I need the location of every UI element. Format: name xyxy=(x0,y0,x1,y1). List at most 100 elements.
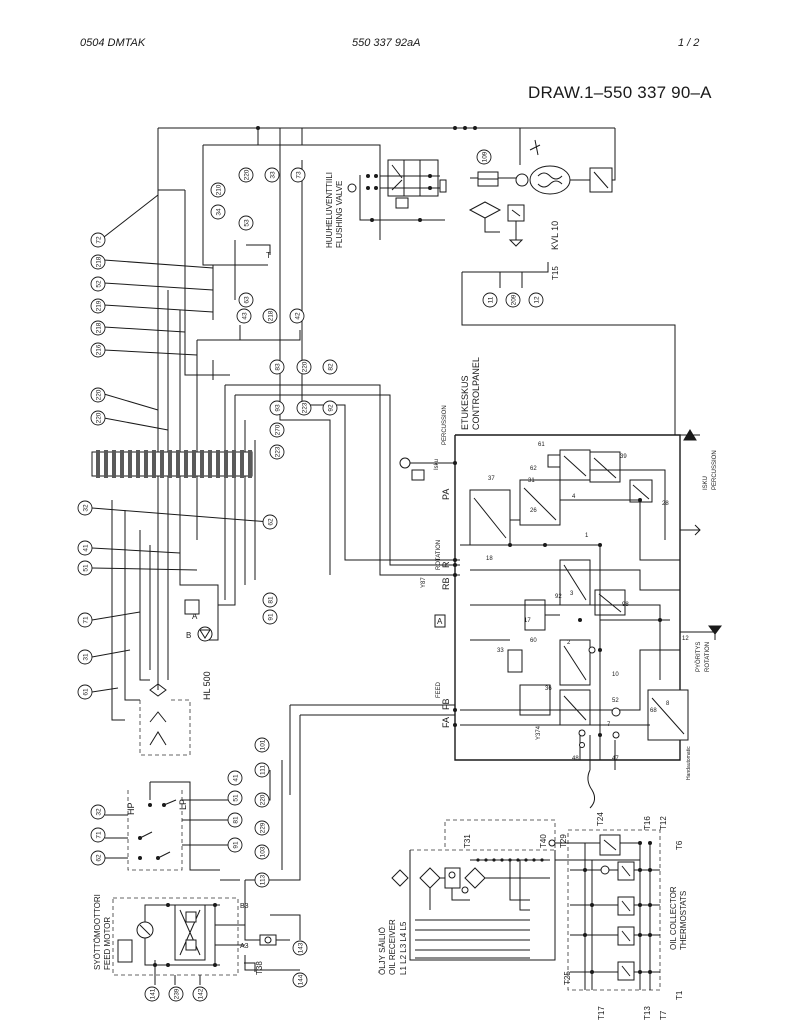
bubble-113: 113 xyxy=(259,874,266,885)
bubble-219: 219 xyxy=(95,300,102,311)
component-1: 1 xyxy=(585,533,589,539)
rotation-en-label: ROTATION xyxy=(705,642,711,672)
bubble-81-switch: 81 xyxy=(232,816,239,824)
port-a-label: A xyxy=(192,612,198,621)
bubble-218: 218 xyxy=(95,322,102,333)
component-31: 31 xyxy=(528,478,535,484)
bubble-111: 111 xyxy=(259,765,266,775)
bubble-34: 34 xyxy=(215,208,222,216)
port-r-label: R xyxy=(441,561,451,568)
bubble-62: 62 xyxy=(267,518,274,526)
bubble-32-switch: 32 xyxy=(95,808,102,816)
flushing-valve-en-label: FLUSHING VALVE xyxy=(335,181,344,248)
bubble-41: 41 xyxy=(82,544,89,552)
t13-label: T13 xyxy=(643,1006,652,1020)
bubble-93: 93 xyxy=(274,404,281,412)
tank-t-label: T xyxy=(266,251,271,260)
component-61: 61 xyxy=(538,442,545,448)
bubble-51: 51 xyxy=(82,564,89,572)
a3-label: A3 xyxy=(240,943,249,950)
component-47: 47 xyxy=(612,756,619,762)
component-8: 8 xyxy=(666,701,670,707)
bubble-223: 223 xyxy=(301,402,308,413)
bubble-11: 11 xyxy=(487,296,494,303)
bubble-210: 210 xyxy=(215,184,222,195)
bubble-41-switch: 41 xyxy=(232,774,239,782)
t17-label: T17 xyxy=(597,1006,606,1020)
bubble-62-switch: 62 xyxy=(95,854,102,862)
percussion-right-label: PERCUSSION xyxy=(712,450,718,490)
component-26: 26 xyxy=(530,508,537,514)
oil-collector-thermostats: OIL COLLECTOR THERMOSTATS T40 T29 T24 T2… xyxy=(539,812,688,1020)
handautomatic-label: Handautomatic xyxy=(686,746,692,780)
bubble-239: 239 xyxy=(173,988,180,999)
component-12: 12 xyxy=(682,636,689,642)
isku-top-label: Isku xyxy=(434,459,440,470)
t25-label: T25 xyxy=(563,971,572,985)
bubble-51-switch: 51 xyxy=(232,794,239,802)
kvl10-air-unit: KVL 10 xyxy=(256,126,616,250)
lp-label: LP xyxy=(178,799,188,810)
t6-label: T6 xyxy=(675,840,684,850)
bubble-91: 91 xyxy=(267,613,274,621)
component-37: 37 xyxy=(488,476,495,482)
bubble-71: 71 xyxy=(82,616,89,624)
t12-label: T12 xyxy=(659,816,668,830)
t29-label: T29 xyxy=(559,834,568,848)
bubble-31: 31 xyxy=(82,653,89,661)
bubble-220-switch: 220 xyxy=(259,794,266,805)
rotation-mid-label: ROTATION xyxy=(436,540,442,570)
hose-bundle-left xyxy=(111,500,236,721)
bubble-82: 82 xyxy=(327,363,334,371)
bubble-143: 143 xyxy=(297,942,304,953)
t16-label: T16 xyxy=(643,816,652,830)
bubble-71-switch: 71 xyxy=(95,831,102,839)
port-b-label: B xyxy=(186,631,191,640)
component-4: 4 xyxy=(572,494,576,500)
component-68: 68 xyxy=(650,708,657,714)
bubble-63: 63 xyxy=(243,296,250,304)
box-a-label: A xyxy=(437,617,443,626)
feed-motor: SYÖTTÖMOOTTORI FEED MOTOR B3 A3 T38 xyxy=(93,880,301,985)
bubble-12: 12 xyxy=(533,296,540,304)
percussion-top-label: PERCUSSION xyxy=(442,405,448,445)
flushing-valve: HUUHELUVENTTIILI FLUSHING VALVE xyxy=(325,159,447,248)
bubble-141: 141 xyxy=(149,988,156,999)
bubble-83: 83 xyxy=(274,363,281,371)
component-36: 36 xyxy=(545,686,552,692)
bubble-72: 72 xyxy=(95,236,102,244)
y87-label: Y87 xyxy=(421,577,427,588)
bubble-43: 43 xyxy=(241,312,248,320)
hp-label: HP xyxy=(126,802,136,815)
hl500-rock-drill: HL 500 B A xyxy=(139,599,213,756)
port-fb-label: FB xyxy=(441,698,451,710)
header-page-number: 1 / 2 xyxy=(678,37,700,49)
control-panel-fi-label: ETUKESKUS xyxy=(460,375,470,430)
y374-label: Y374 xyxy=(536,725,542,740)
bubble-223-low: 223 xyxy=(274,446,281,457)
bubble-32: 32 xyxy=(82,504,89,512)
component-17: 17 xyxy=(524,618,531,624)
t40-label: T40 xyxy=(539,834,548,848)
control-panel-en-label: CONTROLPANEL xyxy=(471,357,481,430)
bubble-229: 229 xyxy=(259,822,266,833)
hp-lp-selector: HP LP xyxy=(105,781,232,871)
component-28: 28 xyxy=(662,501,669,507)
component-39: 39 xyxy=(620,454,627,460)
t1-label: T1 xyxy=(675,990,684,1000)
bubble-220-mid: 220 xyxy=(301,361,308,372)
oil-receiver-en-label: OIL RECEIVER xyxy=(388,919,397,975)
bubble-101: 101 xyxy=(259,739,266,750)
bubble-103: 103 xyxy=(259,846,266,857)
rotation-fi-label: PYÖRITYS xyxy=(695,642,702,672)
bubble-218-top: 218 xyxy=(267,310,274,321)
bubble-92: 92 xyxy=(327,404,334,412)
bubble-270: 270 xyxy=(274,424,281,435)
tank-returns: T T15 xyxy=(246,244,676,435)
component-18: 18 xyxy=(486,556,493,562)
t7-label: T7 xyxy=(659,1010,668,1020)
component-52: 52 xyxy=(612,698,619,704)
component-7: 7 xyxy=(607,722,611,728)
hose-reel xyxy=(91,450,253,478)
